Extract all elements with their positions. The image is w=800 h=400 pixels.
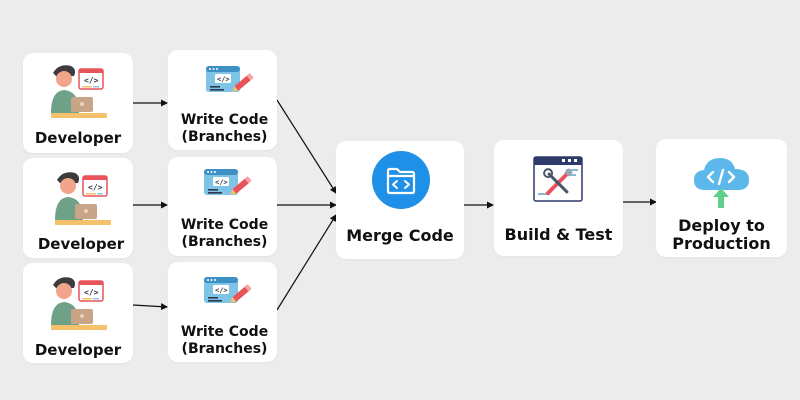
- branches-label: (Branches): [181, 234, 268, 250]
- developer-card-1: </> Developer: [23, 53, 133, 153]
- arrow-write1-to-merge: [276, 99, 337, 194]
- code-window-pencil-icon: </>: [206, 66, 254, 92]
- merge-code-card: Merge Code: [336, 141, 464, 259]
- svg-text:</>: </>: [84, 76, 99, 85]
- code-window-pencil-icon: </>: [204, 277, 252, 303]
- svg-text:</>: </>: [84, 288, 99, 297]
- branches-label: (Branches): [181, 341, 268, 357]
- svg-text:</>: </>: [215, 287, 228, 295]
- branches-label: (Branches): [181, 129, 268, 145]
- developer-card-3: </> Developer: [23, 263, 133, 363]
- svg-text:</>: </>: [88, 183, 103, 192]
- arrow-write3-to-merge: [276, 214, 337, 311]
- developer-laptop-icon: </>: [51, 277, 107, 330]
- arrow-dev3-to-write3: [132, 303, 168, 311]
- developer-laptop-icon: </>: [51, 65, 107, 118]
- build-test-label: Build & Test: [504, 225, 613, 244]
- deploy-label-line1: Deploy to: [678, 216, 765, 235]
- merge-folder-icon: [372, 151, 430, 209]
- cloud-code-upload-icon: [694, 158, 749, 208]
- write-code-label: Write Code: [180, 324, 269, 340]
- developer-label: Developer: [34, 341, 122, 359]
- write-code-card-2: </> Write Code (Branches): [168, 157, 277, 256]
- merge-code-label: Merge Code: [346, 226, 454, 245]
- deploy-label-line2: Production: [672, 234, 771, 253]
- developer-card-2: </> Developer: [23, 158, 133, 258]
- build-test-card: Build & Test: [494, 140, 623, 256]
- svg-text:</>: </>: [215, 179, 228, 187]
- write-code-card-1: </> Write Code (Branches): [168, 50, 277, 150]
- developer-label: Developer: [37, 235, 125, 253]
- developer-label: Developer: [34, 129, 122, 147]
- developer-laptop-icon: </>: [55, 172, 111, 225]
- write-code-label: Write Code: [180, 217, 269, 233]
- deploy-card: Deploy to Production: [656, 139, 787, 257]
- build-test-tools-icon: [533, 156, 583, 202]
- code-window-pencil-icon: </>: [204, 169, 252, 195]
- write-code-card-3: </> Write Code (Branches): [168, 262, 277, 362]
- svg-text:</>: </>: [217, 76, 230, 84]
- write-code-label: Write Code: [180, 112, 269, 128]
